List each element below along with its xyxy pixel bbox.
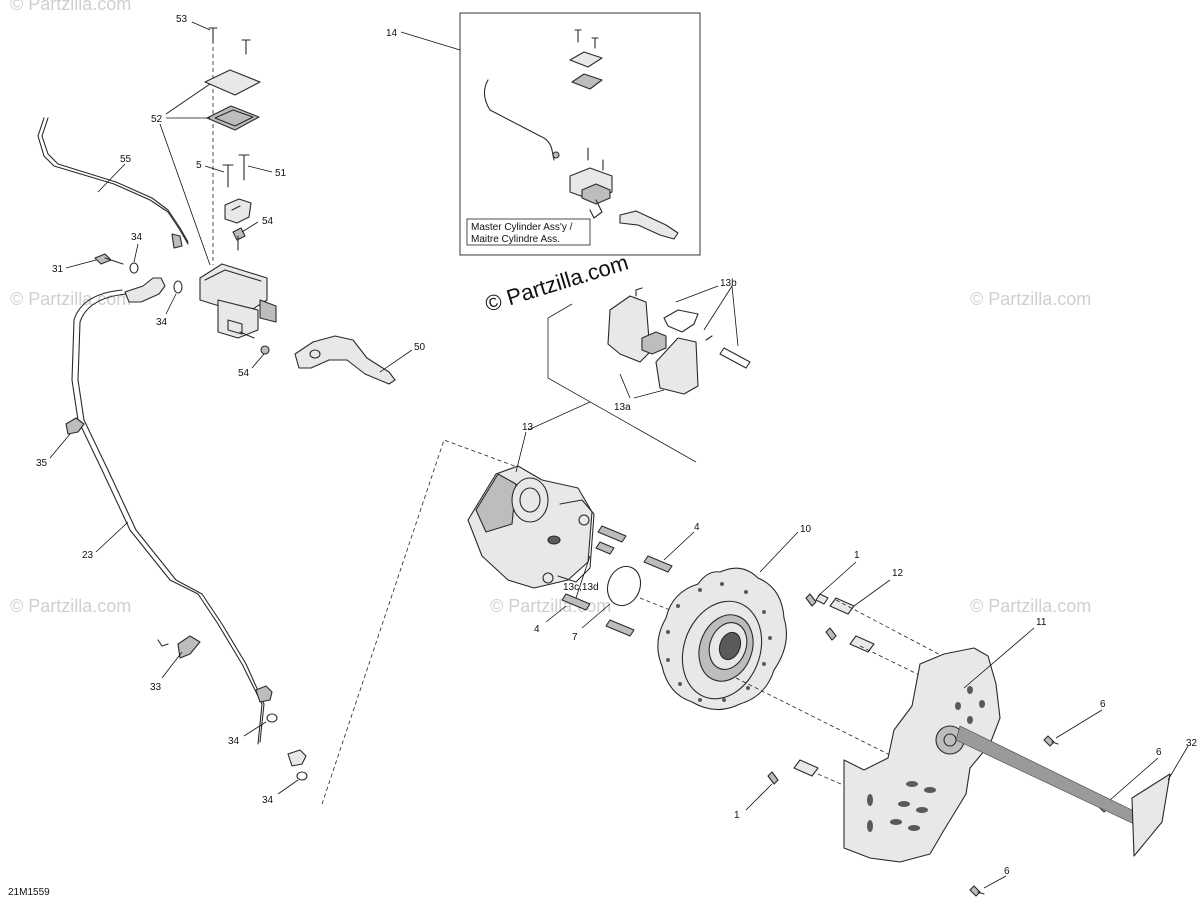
callout-35: 35: [36, 458, 48, 469]
brake-pads-group: [547, 287, 751, 463]
callout-33: 33: [150, 682, 162, 693]
callout-54: 54: [262, 216, 274, 227]
callout-12: 12: [892, 568, 904, 579]
callout-32: 32: [1186, 738, 1198, 749]
callout-51: 51: [275, 168, 287, 179]
watermark-text: © Partzilla.com: [10, 289, 131, 309]
callout-55: 55: [120, 154, 132, 165]
callout-13: 13: [522, 422, 534, 433]
brake-line-55: [37, 117, 189, 249]
callout-54: 54: [238, 368, 250, 379]
callout-13cd: 13c,13d: [563, 582, 599, 593]
master-cylinder-group: [199, 27, 396, 385]
callout-6: 6: [1156, 747, 1162, 758]
inset-master-cylinder-assembly: Master Cylinder Ass'y / Maitre Cylindre …: [459, 12, 701, 256]
callout-13b: 13b: [720, 278, 737, 289]
callout-4: 4: [534, 624, 540, 635]
callout-6: 6: [1004, 866, 1010, 877]
brake-disc-10: [657, 567, 901, 761]
callout-23: 23: [82, 550, 94, 561]
callout-11: 11: [1036, 617, 1047, 628]
callout-52: 52: [151, 114, 163, 125]
callout-5: 5: [196, 160, 202, 171]
disc-guard-11: [843, 647, 1001, 863]
inset-label-line2: Maitre Cylindre Ass.: [471, 234, 560, 245]
caliper-fasteners: [561, 525, 681, 637]
watermark-text: © Partzilla.com: [970, 596, 1091, 616]
watermark-text: © Partzilla.com: [490, 596, 611, 616]
partzilla-watermark: © Partzilla.com: [482, 250, 631, 317]
callout-1: 1: [734, 810, 740, 821]
callout-13a: 13a: [614, 402, 631, 413]
watermark-text: © Partzilla.com: [10, 596, 131, 616]
watermark-layer: © Partzilla.com © Partzilla.com © Partzi…: [10, 0, 1091, 616]
callout-1: 1: [854, 550, 860, 561]
inset-label-line1: Master Cylinder Ass'y /: [471, 222, 573, 233]
callout-31: 31: [52, 264, 64, 275]
diagram-id: 21M1559: [8, 887, 50, 898]
callout-34: 34: [131, 232, 143, 243]
decal-32: [955, 725, 1171, 857]
callout-53: 53: [176, 14, 188, 25]
callout-34: 34: [228, 736, 240, 747]
guard-bolts: [969, 735, 1113, 897]
callout-50: 50: [414, 342, 426, 353]
watermark-text: © Partzilla.com: [970, 289, 1091, 309]
callout-34: 34: [262, 795, 274, 806]
watermark-text: © Partzilla.com: [10, 0, 131, 14]
callout-4: 4: [694, 522, 700, 533]
caliper-13: [467, 401, 595, 589]
callout-14: 14: [386, 28, 398, 39]
callout-34: 34: [156, 317, 168, 328]
callout-6: 6: [1100, 699, 1106, 710]
brake-hose-23: [65, 253, 308, 781]
callout-10: 10: [800, 524, 812, 535]
callout-7: 7: [572, 632, 578, 643]
